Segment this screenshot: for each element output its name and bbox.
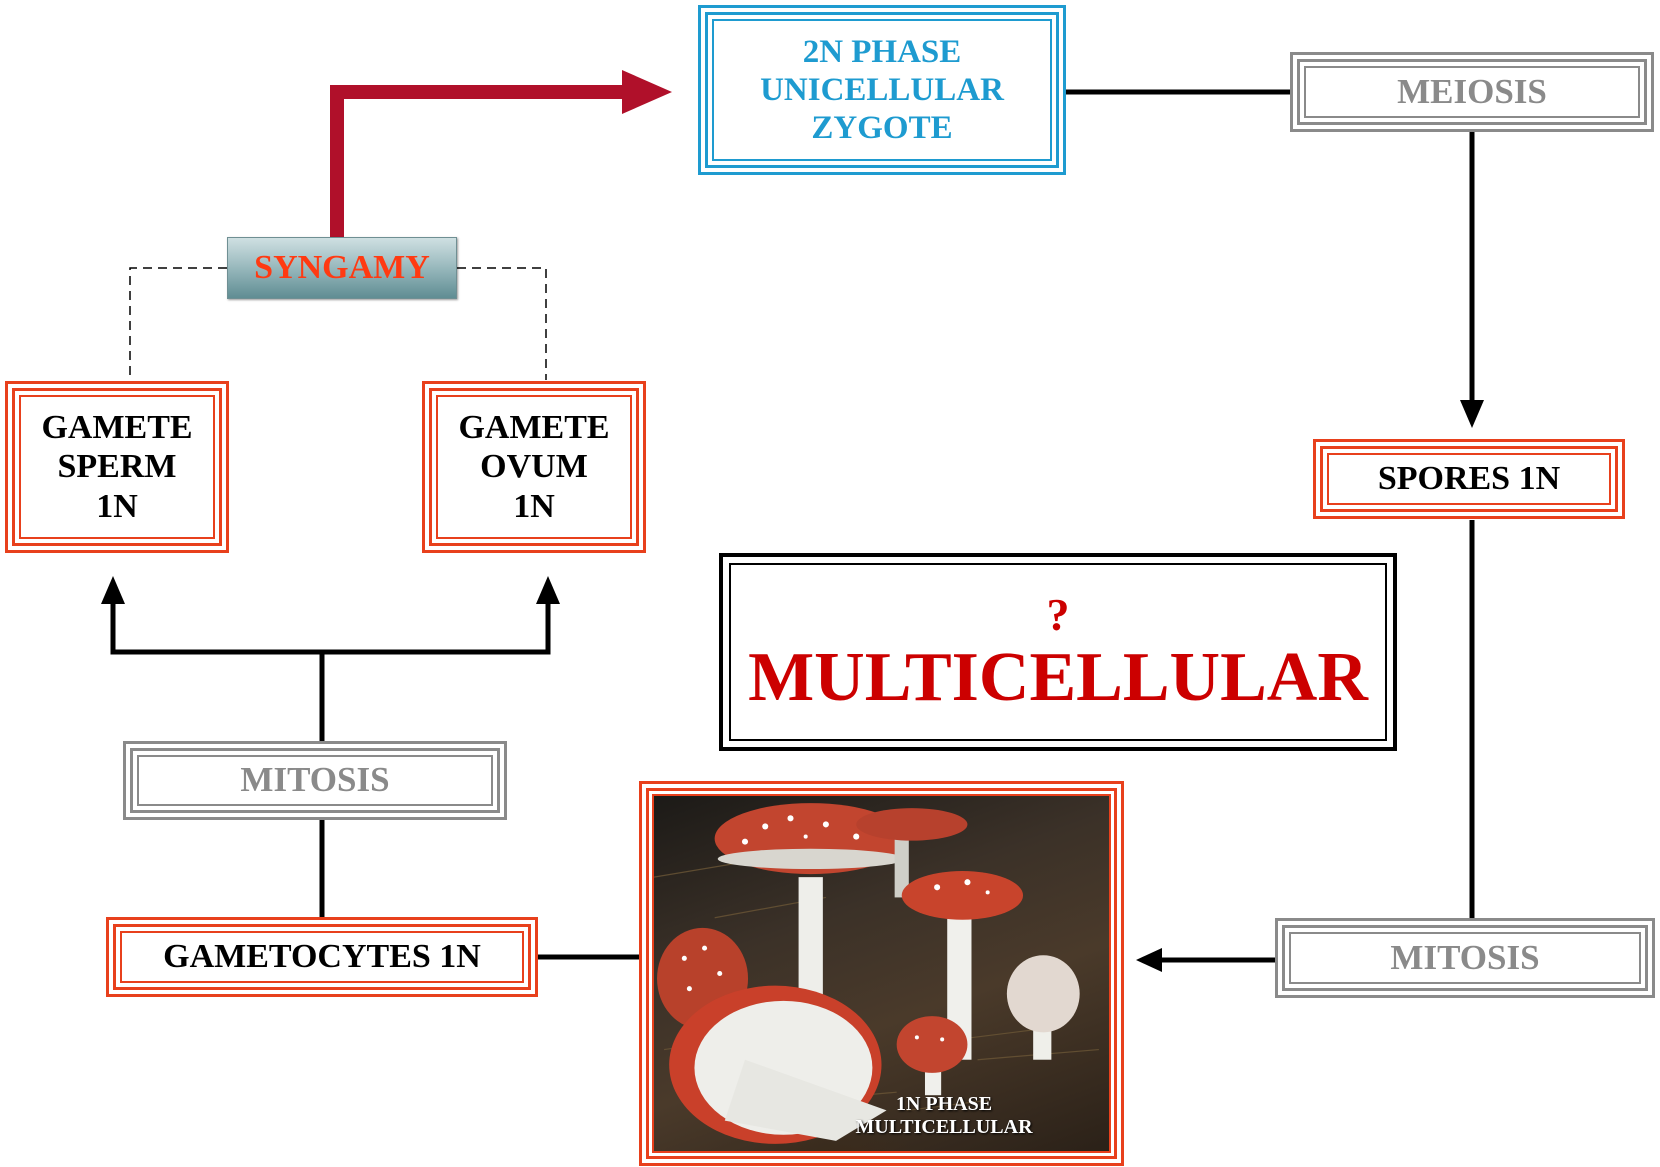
gamete-ovum-box: GAMETE OVUM 1N <box>422 381 646 553</box>
meiosis-box: MEIOSIS <box>1290 52 1654 132</box>
gamete-sperm-box: GAMETE SPERM 1N <box>5 381 229 553</box>
gamete-ovum-line3: 1N <box>513 487 555 525</box>
spores-box: SPORES 1N <box>1313 439 1625 519</box>
photo-caption-line1: 1N PHASE <box>895 1092 993 1115</box>
gamete-ovum-line1: GAMETE <box>458 408 610 446</box>
mitosis-split-bar <box>110 600 551 655</box>
gamete-sperm-line3: 1N <box>96 487 138 525</box>
mushroom-photo: 1N PHASE MULTICELLULAR <box>652 794 1111 1153</box>
syngamy-to-zygote-arrow <box>330 85 625 238</box>
gamete-sperm-line2: SPERM <box>57 448 177 486</box>
split-to-sperm-arrowhead <box>101 576 125 604</box>
mitosis-left-box: MITOSIS <box>123 741 507 820</box>
mitosis-right-label: MITOSIS <box>1390 937 1540 977</box>
zygote-box: 2N PHASE UNICELLULAR ZYGOTE <box>698 5 1066 175</box>
split-to-ovum-arrowhead <box>536 576 560 604</box>
syngamy-to-zygote-arrowhead <box>622 70 672 114</box>
question-mark: ? <box>1046 588 1070 640</box>
meiosis-label: MEIOSIS <box>1397 71 1547 111</box>
gamete-sperm-line1: GAMETE <box>41 408 193 446</box>
multicellular-box: ? MULTICELLULAR <box>719 553 1397 751</box>
syngamy-ovum-dashed <box>457 267 547 380</box>
gametocytes-box: GAMETOCYTES 1N <box>106 917 538 997</box>
mushroom-illustration <box>654 803 1099 1144</box>
zygote-label-line3: ZYGOTE <box>811 110 953 147</box>
photo-caption-line2: MULTICELLULAR <box>855 1115 1033 1138</box>
photo-caption: 1N PHASE MULTICELLULAR <box>804 1093 1084 1139</box>
syngamy-label: SYNGAMY <box>254 249 430 287</box>
mitosis-left-label: MITOSIS <box>240 760 390 800</box>
zygote-label-line2: UNICELLULAR <box>760 71 1004 108</box>
syngamy-sperm-dashed <box>129 267 227 380</box>
gametocytes-label: GAMETOCYTES 1N <box>163 938 481 976</box>
meiosis-to-spores-arrowhead <box>1460 400 1484 428</box>
mushroom-photo-frame: 1N PHASE MULTICELLULAR <box>639 781 1124 1166</box>
mitosis-right-box: MITOSIS <box>1275 918 1655 998</box>
gamete-ovum-line2: OVUM <box>480 448 588 486</box>
zygote-label-line1: 2N PHASE <box>802 33 962 70</box>
mitosis-to-photo-arrowhead <box>1136 948 1162 972</box>
spores-label: SPORES 1N <box>1377 460 1561 498</box>
syngamy-box: SYNGAMY <box>227 237 457 299</box>
multicellular-title: MULTICELLULAR <box>748 638 1368 716</box>
